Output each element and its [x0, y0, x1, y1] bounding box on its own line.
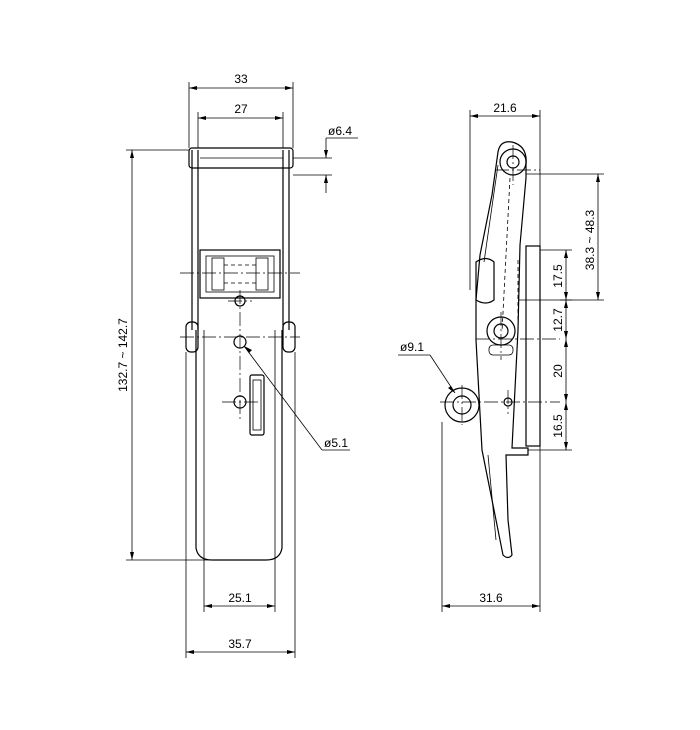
dim-label-20: 20 [551, 364, 565, 378]
lever-hidden-line [501, 177, 511, 333]
dim-label-reach: 38.3 ~ 48.3 [583, 209, 597, 270]
dim-label-pin-9-1: ø9.1 [400, 340, 424, 354]
dim-front-overall-width: 35.7 [185, 352, 296, 658]
side-spring-clip [475, 257, 495, 304]
clip-coil-left [211, 257, 225, 291]
dim-label-17-5: 17.5 [551, 264, 565, 288]
dim-side-20: 20 [551, 339, 568, 402]
dim-front-width-inner: 27 [197, 102, 284, 148]
front-view: 33 27 ø6.4 132. [116, 72, 358, 658]
base-plate [525, 245, 541, 447]
dim-label-35-7: 35.7 [228, 637, 252, 651]
dim-label-hole-diameter: ø5.1 [324, 436, 348, 450]
dim-side-top-width: 21.6 [469, 101, 541, 290]
lever-outline [475, 141, 529, 559]
dim-side-reach: 38.3 ~ 48.3 [526, 173, 604, 301]
dim-label-height: 132.7 ~ 142.7 [116, 318, 130, 392]
dim-side-17-5: 17.5 [518, 249, 572, 301]
dim-label-25-1: 25.1 [228, 591, 252, 605]
dim-front-height: 132.7 ~ 142.7 [116, 149, 212, 561]
clip-coil-right [255, 257, 269, 291]
lever-handle-line [487, 454, 497, 541]
latch-body-outline [195, 330, 283, 561]
dim-label-31-6: 31.6 [479, 591, 503, 605]
dim-label-16-5: 16.5 [551, 414, 565, 438]
side-view: ø9.1 21.6 38.3 ~ 48.3 17.5 [398, 101, 604, 612]
lever-inner-line [483, 164, 499, 263]
dim-side-16-5: 16.5 [528, 402, 572, 451]
dim-label-12-7: 12.7 [551, 308, 565, 332]
dim-label-21-6: 21.6 [493, 101, 517, 115]
dim-side-12-7: 12.7 [551, 300, 568, 339]
dim-front-width-top: 33 [188, 72, 294, 148]
dim-front-pin-diameter: ø6.4 [293, 124, 358, 193]
spring-clip-inner [205, 255, 275, 293]
dim-label-27: 27 [234, 102, 248, 116]
dim-front-body-width: 25.1 [203, 560, 276, 612]
dim-label-pin-diameter: ø6.4 [328, 124, 352, 138]
dim-label-33: 33 [234, 72, 248, 86]
dim-side-overall-width: 31.6 [441, 422, 541, 612]
dim-side-pin-diameter: ø9.1 [398, 340, 456, 394]
dim-front-hole-diameter: ø5.1 [243, 345, 350, 451]
lock-slot [249, 374, 265, 436]
lock-slot-inner [252, 379, 262, 431]
